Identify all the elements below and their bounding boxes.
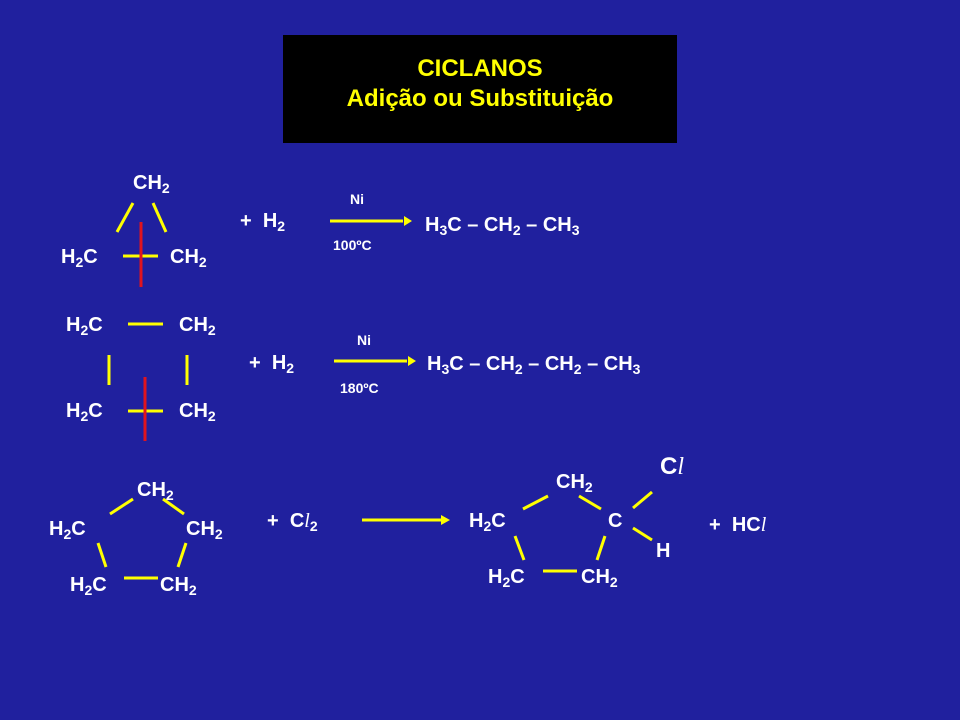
r1-h2c-left: H2C <box>61 246 98 270</box>
r2-product: H3C – CH2 – CH2 – CH3 <box>427 353 641 377</box>
r1-product: H3C – CH2 – CH3 <box>425 214 580 238</box>
r2-reagent: + H2 <box>249 352 295 376</box>
r1-condition: 100ºC <box>333 237 372 253</box>
bond-p-top-left <box>522 494 549 511</box>
bond-r3-left <box>96 542 108 568</box>
reaction1-part-3: 2 <box>512 222 521 238</box>
title-box: CICLANOS Adição ou Substituição <box>283 35 677 143</box>
r2-h2c-top-left: H2C <box>66 314 103 338</box>
r2-condition: 180ºC <box>340 380 379 396</box>
r3-reagent: + Cl2 <box>267 510 318 534</box>
slide-subtitle: Adição ou Substituição <box>346 85 614 112</box>
bond-r1-top-left <box>115 202 135 233</box>
r3-ch2-bottom-right: CH2 <box>160 574 197 598</box>
arrow-r2-head <box>408 356 416 366</box>
r2-h2c-bottom-left: H2C <box>66 400 103 424</box>
p-ch2-bottom-right: CH2 <box>581 566 618 590</box>
slide-title: CICLANOS <box>417 55 543 82</box>
bond-r3-top-right <box>162 497 185 516</box>
r1-reagent: + H2 <box>240 210 286 234</box>
bond-p-c-h <box>632 526 653 542</box>
bond-r3-top-left <box>109 497 134 516</box>
reaction1-part-1: 3 <box>439 222 448 238</box>
reaction2-part-0: H <box>427 353 442 375</box>
bond-p-top-right <box>578 494 602 511</box>
reaction1-part-4: – CH <box>520 214 572 236</box>
bond-p-right <box>595 535 607 561</box>
reaction2-part-4: – CH <box>522 353 574 375</box>
r3-ch2-top: CH2 <box>137 479 174 503</box>
r1-ch2-right: CH2 <box>170 246 207 270</box>
r3-h2c-mid-left: H2C <box>49 518 86 542</box>
r2-ch2-bottom-right: CH2 <box>179 400 216 424</box>
p-h-substituent: H <box>656 540 671 562</box>
arrow-r1-head <box>404 216 412 226</box>
reaction2-part-6: – CH <box>581 353 633 375</box>
bond-p-left <box>513 535 526 561</box>
reaction2-part-5: 2 <box>573 361 582 377</box>
reaction2-part-7: 3 <box>632 361 641 377</box>
r3-ch2-mid-right: CH2 <box>186 518 223 542</box>
bond-r1-top-right <box>151 202 168 233</box>
r3-byproduct: + HCl <box>709 514 767 536</box>
arrow-r3-head <box>441 515 450 525</box>
r1-ch2-top: CH2 <box>133 172 170 196</box>
r1-catalyst: Ni <box>350 191 364 207</box>
reaction1-part-0: H <box>425 214 440 236</box>
reaction1-part-2: C – CH <box>447 214 513 236</box>
p-h2c-bottom-left: H2C <box>488 566 525 590</box>
reaction2-part-1: 3 <box>441 361 450 377</box>
bond-p-c-cl <box>632 490 653 510</box>
bond-r3-right <box>176 542 188 568</box>
p-c-center: C <box>608 510 623 532</box>
reaction2-part-2: C – CH <box>449 353 515 375</box>
p-cl-substituent: Cl <box>660 453 685 480</box>
r3-h2c-bottom-left: H2C <box>70 574 107 598</box>
r2-ch2-top-right: CH2 <box>179 314 216 338</box>
p-ch2-top: CH2 <box>556 471 593 495</box>
reaction2-part-3: 2 <box>514 361 523 377</box>
p-h2c-mid-left: H2C <box>469 510 506 534</box>
reaction1-part-5: 3 <box>571 222 580 238</box>
r2-catalyst: Ni <box>357 332 371 348</box>
